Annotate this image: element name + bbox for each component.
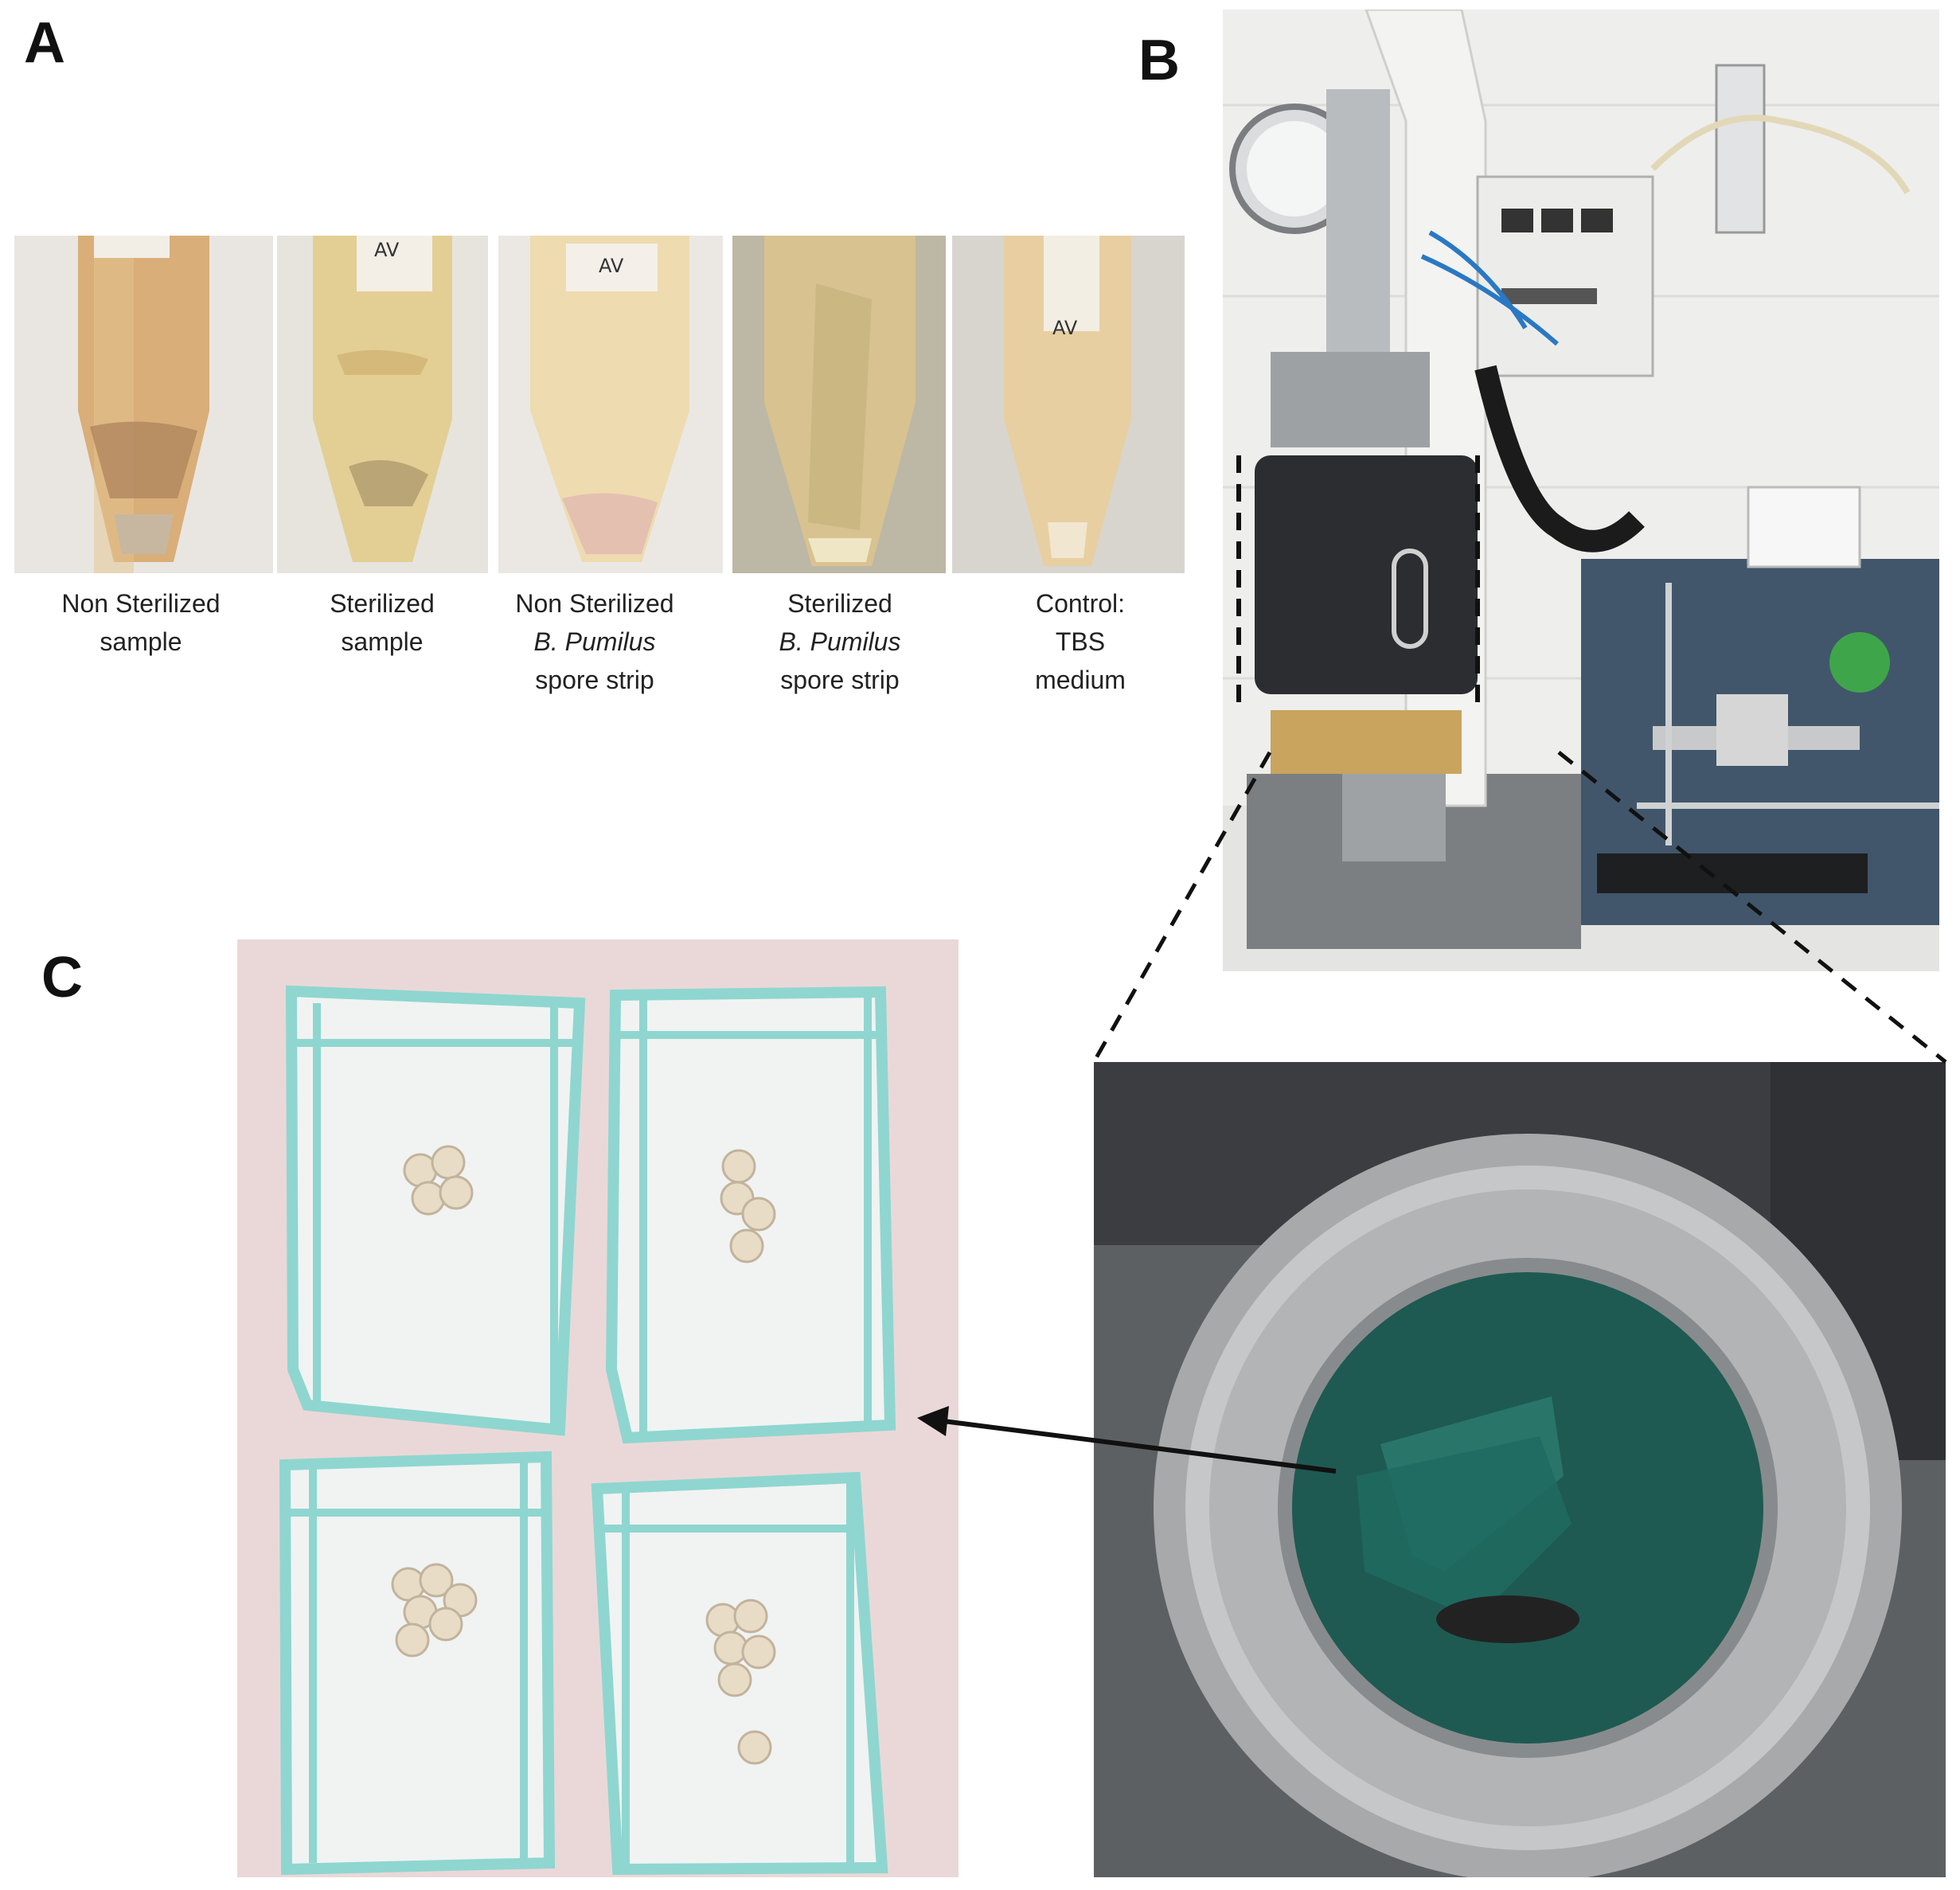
reactor-setup-photo — [1223, 10, 1939, 971]
tube-photo-sterilized-spore-strip — [732, 236, 946, 573]
panel-letter-b: B — [1138, 29, 1180, 92]
caption-line: Sterilized — [787, 589, 892, 618]
caption-non-sterilized-spore-strip: Non Sterilized B. Pumilus spore strip — [463, 584, 726, 699]
reactor-vessel-interior-photo — [1094, 1062, 1946, 1877]
caption-line: sample — [341, 627, 424, 656]
tube-label-2: AV — [374, 239, 400, 261]
caption-line: sample — [100, 627, 182, 656]
caption-line: B. Pumilus — [533, 627, 656, 656]
caption-line: Non Sterilized — [61, 589, 221, 618]
caption-line: spore strip — [535, 666, 654, 694]
caption-non-sterilized-sample: Non Sterilized sample — [10, 584, 272, 661]
tube-label-5: AV — [1052, 317, 1078, 339]
tube-photo-non-sterilized-spore-strip — [498, 236, 723, 573]
tube-photo-sterilized-sample — [277, 236, 488, 573]
caption-line: TBS — [1055, 627, 1106, 656]
sterilization-pouches-photo — [237, 939, 959, 1877]
caption-line: B. Pumilus — [779, 627, 901, 656]
panel-letter-c: C — [41, 946, 83, 1009]
caption-line: Control: — [1035, 589, 1126, 618]
caption-line: spore strip — [780, 666, 900, 694]
tube-label-3: AV — [599, 255, 624, 277]
panel-letter-a: A — [24, 11, 65, 75]
caption-line: Sterilized — [330, 589, 435, 618]
tube-photo-non-sterilized-sample — [14, 236, 273, 573]
caption-control-tbs-medium: Control: TBS medium — [949, 584, 1212, 699]
caption-sterilized-sample: Sterilized sample — [251, 584, 513, 661]
tube-photo-control-tbs-medium — [952, 236, 1185, 573]
caption-line: Non Sterilized — [515, 589, 674, 618]
caption-sterilized-spore-strip: Sterilized B. Pumilus spore strip — [709, 584, 971, 699]
caption-line: medium — [1035, 666, 1126, 694]
